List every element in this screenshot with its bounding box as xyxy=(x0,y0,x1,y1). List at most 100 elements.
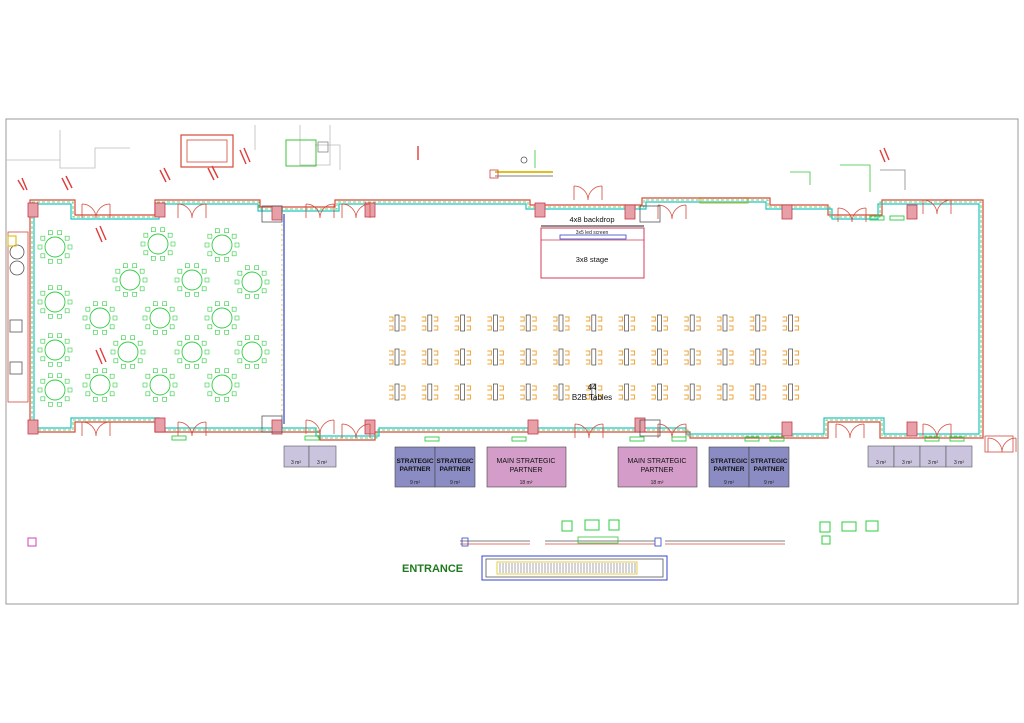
chair xyxy=(48,361,53,367)
b2b-chair xyxy=(520,316,525,322)
b2b-chair xyxy=(565,359,570,365)
b2b-chair xyxy=(696,385,701,391)
chair xyxy=(224,301,229,307)
b2b-chair xyxy=(684,359,689,365)
b2b-chair xyxy=(585,325,591,331)
b2b-chair xyxy=(684,316,689,322)
b2b-chair xyxy=(585,385,591,391)
chair xyxy=(254,363,259,369)
b2b-table xyxy=(585,348,603,366)
booth-strategic-2[interactable] xyxy=(434,446,476,488)
b2b-table xyxy=(618,383,636,401)
b2b-table xyxy=(717,314,734,332)
round-table xyxy=(142,301,178,335)
b2b-desk xyxy=(394,348,400,366)
b2b-chair xyxy=(761,359,767,365)
b2b-chair xyxy=(761,350,767,356)
pillar xyxy=(906,421,918,437)
chair xyxy=(261,288,267,294)
chair xyxy=(140,241,146,247)
b2b-chair xyxy=(794,325,800,331)
chair xyxy=(177,340,183,346)
b2b-chair xyxy=(553,350,558,356)
chair xyxy=(123,263,128,269)
b2b-chair xyxy=(618,359,624,365)
chair xyxy=(57,258,62,264)
b2b-desk xyxy=(689,383,695,401)
door xyxy=(177,421,207,437)
chair xyxy=(204,382,210,388)
chair xyxy=(234,242,240,248)
b2b-chair xyxy=(421,325,427,331)
booth-small-2-size: 3 m² xyxy=(317,460,327,466)
door xyxy=(987,437,1017,453)
chair xyxy=(231,233,237,239)
b2b-chair xyxy=(433,316,439,322)
b2b-chair xyxy=(651,385,656,391)
chair xyxy=(215,396,220,402)
chair xyxy=(142,382,148,388)
chair xyxy=(215,301,220,307)
chair xyxy=(160,227,165,233)
chair xyxy=(139,286,145,292)
chair xyxy=(231,391,237,397)
b2b-table xyxy=(782,348,800,366)
b2b-chair xyxy=(389,316,394,322)
chair xyxy=(162,368,167,374)
chair xyxy=(82,315,88,321)
chair xyxy=(194,363,199,369)
booth-strategic-1-line2: PARTNER xyxy=(400,466,431,473)
b2b-chair xyxy=(717,359,722,365)
booth-strategic-1[interactable] xyxy=(394,446,436,488)
chair xyxy=(224,329,229,335)
chair xyxy=(40,290,46,296)
booth-small-6[interactable] xyxy=(945,445,973,468)
booth-main-left[interactable] xyxy=(486,446,567,488)
pool-outline xyxy=(180,134,234,168)
booth-main-left-line2: PARTNER xyxy=(510,467,543,474)
booth-small-4-size: 3 m² xyxy=(902,460,912,466)
chair xyxy=(177,358,183,364)
chair xyxy=(112,315,118,321)
chair xyxy=(48,258,53,264)
door xyxy=(341,423,371,439)
chair xyxy=(37,347,43,353)
chair xyxy=(109,306,115,312)
chair xyxy=(64,356,70,362)
table-top xyxy=(44,236,66,258)
booth-strategic-3[interactable] xyxy=(708,446,750,488)
b2b-chair xyxy=(499,385,504,391)
b2b-table xyxy=(487,383,504,401)
door xyxy=(837,207,867,223)
b2b-chair xyxy=(466,350,472,356)
round-table xyxy=(37,373,73,407)
table-top xyxy=(89,307,111,329)
exterior-marker xyxy=(27,537,37,547)
booth-strategic-4[interactable] xyxy=(748,446,790,488)
booth-strategic-1-size: 9 m² xyxy=(410,480,420,486)
booth-main-right[interactable] xyxy=(617,446,698,488)
chair xyxy=(245,293,250,299)
table-top xyxy=(149,307,171,329)
chair xyxy=(102,368,107,374)
b2b-table xyxy=(454,383,472,401)
b2b-chair xyxy=(585,394,591,400)
door xyxy=(177,203,207,219)
b2b-desk xyxy=(722,383,728,401)
b2b-chair xyxy=(782,359,788,365)
door xyxy=(305,419,335,435)
b2b-desk xyxy=(591,314,597,332)
door xyxy=(305,203,335,219)
b2b-table xyxy=(684,383,701,401)
chair xyxy=(194,335,199,341)
b2b-desk xyxy=(525,383,531,401)
b2b-chair xyxy=(520,394,525,400)
led-screen-label: 3x5 led screen xyxy=(576,230,609,236)
booth-main-left-line1: MAIN STRATEGIC xyxy=(497,458,556,465)
chair xyxy=(40,338,46,344)
table-top xyxy=(44,291,66,313)
chair xyxy=(207,233,213,239)
booth-small-2[interactable] xyxy=(308,445,337,468)
b2b-desk xyxy=(788,314,793,332)
b2b-chair xyxy=(532,359,537,365)
